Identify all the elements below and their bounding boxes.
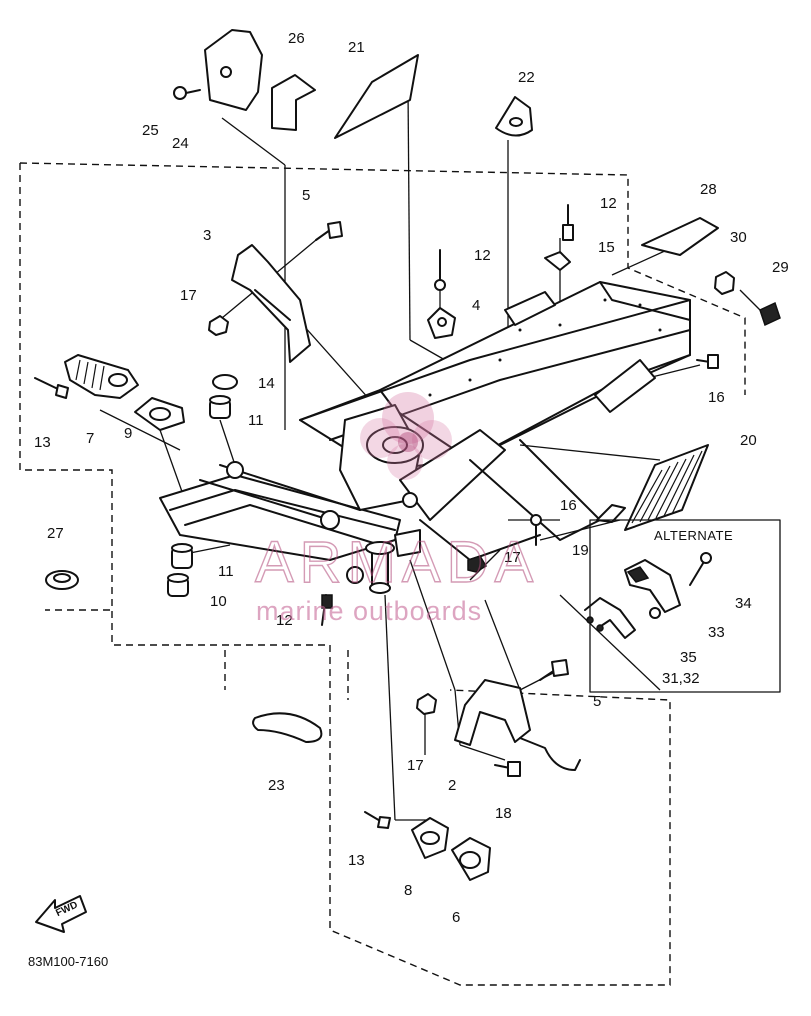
label-11-lower: 11	[218, 563, 234, 580]
part-23-handle	[252, 712, 323, 743]
label-13-lower: 13	[348, 852, 365, 869]
label-13-left: 13	[34, 434, 51, 451]
part-22-grommet	[495, 96, 533, 137]
label-30: 30	[730, 229, 747, 246]
part-7-grip	[64, 354, 139, 399]
label-24: 24	[172, 135, 189, 152]
part-16-bolt-top	[696, 354, 719, 369]
part-17-nut	[208, 315, 229, 336]
diagram-code: 83M100-7160	[28, 954, 108, 969]
label-25: 25	[142, 122, 159, 139]
part-5-bolt-top	[315, 221, 343, 241]
part-27-ring	[45, 570, 79, 590]
part-33-alt-bracket	[624, 559, 681, 613]
parts	[34, 29, 781, 881]
label-6: 6	[452, 909, 460, 926]
part-12-pin-mid	[434, 249, 446, 291]
label-20: 20	[740, 432, 757, 449]
part-19-strip	[596, 504, 626, 523]
part-18-bolt	[494, 761, 521, 777]
label-12-top: 12	[600, 195, 617, 212]
label-4: 4	[472, 297, 480, 314]
part-10-bushing	[167, 573, 189, 597]
label-16-lower: 16	[560, 497, 577, 514]
part-25-bolt	[173, 86, 201, 100]
part-4-holder	[427, 307, 456, 339]
part-17-nut-center	[416, 693, 437, 715]
label-26: 26	[288, 30, 305, 47]
label-17-center: 17	[407, 757, 424, 774]
label-29: 29	[772, 259, 789, 276]
label-5-top: 5	[302, 187, 310, 204]
part-16-bolt-lower	[530, 514, 542, 546]
label-23: 23	[268, 777, 285, 794]
label-17-lower: 17	[504, 549, 521, 566]
part-31-32-alt-clamp	[584, 597, 636, 639]
watermark-brand: ARMADA	[255, 530, 539, 595]
part-12-pin-lower	[321, 594, 333, 626]
label-16-top: 16	[708, 389, 725, 406]
label-10: 10	[210, 593, 227, 610]
label-7: 7	[86, 430, 94, 447]
label-35: 35	[680, 649, 697, 666]
part-11-bushing-lower	[171, 543, 193, 569]
label-17-top: 17	[180, 287, 197, 304]
label-14: 14	[258, 375, 275, 392]
part-20-hatched-plate	[624, 444, 709, 531]
label-5-lower: 5	[593, 693, 601, 710]
part-12-pin-top	[562, 204, 574, 241]
main-bracket-frame	[159, 281, 691, 594]
label-22: 22	[518, 69, 535, 86]
fwd-arrow-icon: FWD	[35, 895, 87, 933]
watermark: ARMADA marine outboards	[254, 392, 539, 626]
part-13-screw-left	[34, 377, 69, 399]
part-30-nut	[714, 271, 735, 295]
label-18: 18	[495, 805, 512, 822]
part-34-alt-screw	[689, 552, 712, 586]
label-8: 8	[404, 882, 412, 899]
label-12-lower: 12	[276, 612, 293, 629]
part-5-bolt-lower	[539, 659, 569, 681]
label-12-mid: 12	[474, 247, 491, 264]
part-29-clip	[759, 301, 781, 327]
label-3: 3	[203, 227, 211, 244]
part-11-bushing-upper	[209, 395, 231, 419]
part-14-cap	[212, 374, 238, 390]
watermark-tagline: marine outboards	[256, 596, 482, 626]
part-26-angle	[271, 74, 316, 131]
label-33: 33	[708, 624, 725, 641]
alternate-label: ALTERNATE	[654, 528, 733, 543]
part-21-plate	[334, 54, 419, 139]
part-9-gasket	[134, 397, 185, 431]
part-6-fitting	[451, 837, 491, 881]
label-21: 21	[348, 39, 365, 56]
part-24-plate	[204, 29, 263, 111]
part-labels: 21 26 22 25 24 5 28 12 3 30 15 12 29 17 …	[28, 30, 789, 969]
label-11-top: 11	[248, 412, 264, 429]
label-9: 9	[124, 425, 132, 442]
part-28-plate	[641, 217, 719, 256]
part-8-gasket	[411, 817, 449, 859]
part-15-clip	[544, 251, 571, 271]
label-31-32: 31,32	[662, 670, 700, 687]
label-2: 2	[448, 777, 456, 794]
watermark-flower-icon	[360, 392, 452, 480]
part-2-lower-bracket	[454, 679, 581, 771]
part-17-nut-lower	[467, 555, 488, 573]
label-15: 15	[598, 239, 615, 256]
part-13-screw-lower	[364, 811, 391, 829]
part-35-alt-washer	[649, 607, 661, 619]
label-34: 34	[735, 595, 752, 612]
label-28: 28	[700, 181, 717, 198]
label-27: 27	[47, 525, 64, 542]
label-19: 19	[572, 542, 589, 559]
